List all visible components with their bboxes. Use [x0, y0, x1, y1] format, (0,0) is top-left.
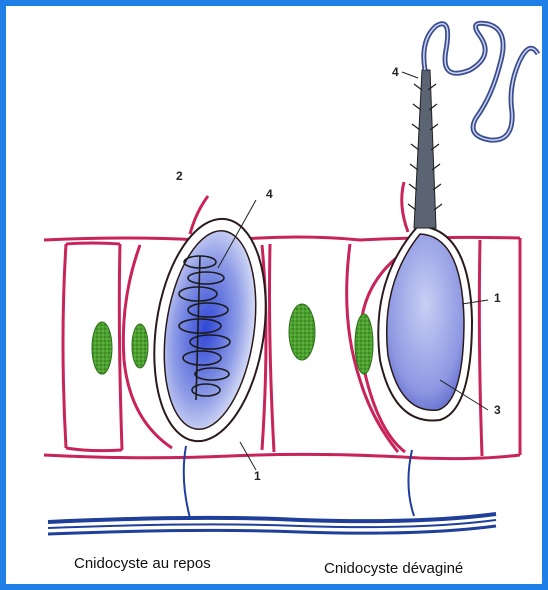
caption-discharged: Cnidocyste dévaginé	[324, 560, 463, 577]
label-capsule-wall-right: 1	[494, 291, 501, 305]
cnidocil-right	[402, 182, 408, 232]
nucleus-1	[92, 322, 112, 374]
everted-filament	[424, 23, 538, 140]
label-thread-right: 4	[392, 65, 399, 79]
nucleus-4	[355, 314, 373, 374]
label-cnidocil: 2	[176, 169, 183, 183]
label-capsule-wall-left: 1	[254, 469, 261, 483]
label-thread-left: 4	[266, 187, 273, 201]
nucleus-2	[132, 324, 148, 368]
caption-resting: Cnidocyste au repos	[74, 555, 211, 572]
nucleus-3	[289, 304, 315, 360]
label-capsule-interior: 3	[494, 403, 501, 417]
cnidocyst-discharged	[378, 23, 538, 420]
basal-membrane	[44, 454, 520, 458]
cnidocyst-resting	[141, 196, 279, 448]
